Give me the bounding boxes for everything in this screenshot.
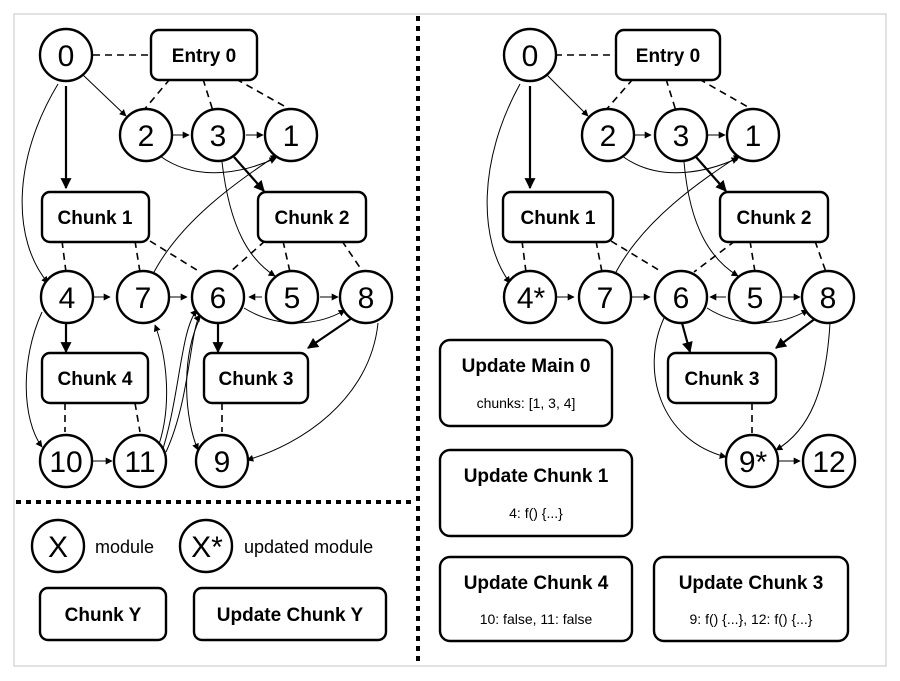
left-chunk-links — [61, 54, 364, 433]
left-chunk-3 — [202, 351, 310, 405]
legend-module-symbol: X — [48, 531, 68, 564]
left-module-5-label: 5 — [284, 282, 301, 315]
right-module-4-updated — [502, 269, 558, 325]
right-module-5-label: 5 — [747, 282, 764, 315]
right-module-8 — [800, 269, 856, 325]
left-chunk-1-label: Chunk 1 — [58, 208, 133, 229]
left-boxes: Entry 0 Chunk 1 Chunk 2 Chunk 4 Chunk 3 — [40, 28, 368, 405]
update-chunk-1-title: Update Chunk 1 — [464, 466, 609, 487]
left-graph: Entry 0 Chunk 1 Chunk 2 Chunk 4 Chunk 3 … — [21, 27, 394, 489]
update-chunk-3-detail: 9: f() {...}, 12: f() {...} — [690, 611, 813, 627]
right-chunk-2-label: Chunk 2 — [737, 208, 812, 229]
update-chunk-4-title: Update Chunk 4 — [464, 573, 609, 594]
update-chunk-3-title: Update Chunk 3 — [679, 573, 824, 594]
right-module-12-label: 12 — [812, 446, 845, 479]
left-module-1 — [263, 107, 319, 163]
update-main-0-detail: chunks: [1, 3, 4] — [477, 395, 576, 411]
right-chunk-3 — [666, 351, 778, 405]
right-graph: Entry 0 Chunk 1 Chunk 2 Chunk 3 0 2 3 1 … — [438, 27, 857, 643]
left-module-10-label: 10 — [49, 446, 82, 479]
update-chunk-4-box — [438, 555, 634, 643]
right-module-8-label: 8 — [820, 282, 837, 315]
update-chunk-1-detail: 4: f() {...} — [509, 505, 563, 521]
left-entry-0 — [149, 28, 259, 82]
left-module-4-label: 4 — [59, 282, 76, 315]
legend: X module X* updated module Chunk Y Updat… — [30, 518, 388, 642]
left-chunk-4 — [40, 351, 150, 405]
legend-module-circle — [30, 518, 86, 574]
right-module-2-label: 2 — [600, 120, 617, 153]
left-module-11-label: 11 — [124, 446, 155, 479]
right-chunk-3-label: Chunk 3 — [685, 369, 760, 390]
left-module-3-label: 3 — [210, 120, 227, 153]
right-module-2 — [580, 107, 636, 163]
right-chunk-1-label: Chunk 1 — [521, 208, 596, 229]
update-main-0-box — [438, 338, 614, 428]
right-nodes: 0 2 3 1 4* 7 6 5 8 9* 12 — [502, 27, 857, 489]
left-module-8 — [338, 269, 394, 325]
right-chunk-links — [521, 54, 827, 433]
legend-chunk-box — [38, 586, 168, 642]
right-module-6 — [653, 269, 709, 325]
legend-updated-label: updated module — [244, 537, 373, 557]
left-chunk-4-label: Chunk 4 — [58, 369, 133, 390]
left-module-0 — [38, 27, 94, 83]
left-module-4 — [39, 269, 95, 325]
legend-chunk-label: Chunk Y — [65, 605, 142, 626]
left-module-7-label: 7 — [135, 282, 152, 315]
left-module-6-label: 6 — [210, 282, 227, 315]
left-nodes: 0 2 3 1 4 7 6 5 8 10 11 9 — [38, 27, 394, 489]
right-boxes: Entry 0 Chunk 1 Chunk 2 Chunk 3 — [501, 28, 830, 405]
update-main-0-title: Update Main 0 — [462, 356, 591, 377]
right-module-7 — [577, 269, 633, 325]
left-module-7 — [115, 269, 171, 325]
right-module-9-label: 9* — [739, 446, 768, 479]
left-module-6 — [190, 269, 246, 325]
left-chunk-3-label: Chunk 3 — [219, 369, 294, 390]
legend-update-chunk-label: Update Chunk Y — [217, 605, 364, 626]
left-module-10 — [38, 433, 94, 489]
left-chunk-1 — [40, 190, 151, 244]
right-module-3-label: 3 — [673, 120, 690, 153]
update-chunk-4-detail: 10: false, 11: false — [480, 611, 593, 627]
right-entry-0-label: Entry 0 — [636, 46, 700, 67]
left-module-11 — [112, 433, 168, 489]
right-module-5 — [727, 269, 783, 325]
legend-module-label: module — [95, 537, 154, 557]
right-module-3 — [653, 107, 709, 163]
legend-updated-symbol: X* — [191, 531, 223, 564]
right-module-4-label: 4* — [517, 282, 546, 315]
right-module-9-updated — [724, 433, 780, 489]
legend-update-chunk-box — [192, 586, 388, 642]
update-chunk-1-box — [438, 448, 634, 538]
left-module-5 — [264, 269, 320, 325]
left-module-0-label: 0 — [58, 40, 75, 73]
left-module-2 — [118, 107, 174, 163]
legend-updated-circle — [178, 518, 234, 574]
right-chunk-2 — [718, 190, 830, 244]
right-entry-0 — [614, 28, 722, 82]
right-module-0 — [502, 27, 558, 83]
left-module-2-label: 2 — [138, 120, 155, 153]
right-module-12 — [801, 433, 857, 489]
left-entry-0-label: Entry 0 — [172, 46, 236, 67]
left-module-1-label: 1 — [283, 120, 300, 153]
right-chunk-1 — [501, 190, 615, 244]
left-module-9 — [194, 433, 250, 489]
right-module-0-label: 0 — [522, 40, 539, 73]
right-edges — [486, 73, 831, 465]
right-module-7-label: 7 — [597, 282, 614, 315]
right-module-1 — [725, 107, 781, 163]
left-module-3 — [190, 107, 246, 163]
right-module-1-label: 1 — [745, 120, 762, 153]
left-module-8-label: 8 — [358, 282, 375, 315]
left-chunk-2-label: Chunk 2 — [275, 208, 350, 229]
update-chunk-3-box — [652, 555, 850, 643]
right-module-6-label: 6 — [673, 282, 690, 315]
left-module-9-label: 9 — [214, 446, 231, 479]
left-chunk-2 — [256, 190, 368, 244]
left-edges — [21, 73, 379, 465]
update-boxes: Update Main 0 chunks: [1, 3, 4] Update C… — [438, 338, 850, 643]
